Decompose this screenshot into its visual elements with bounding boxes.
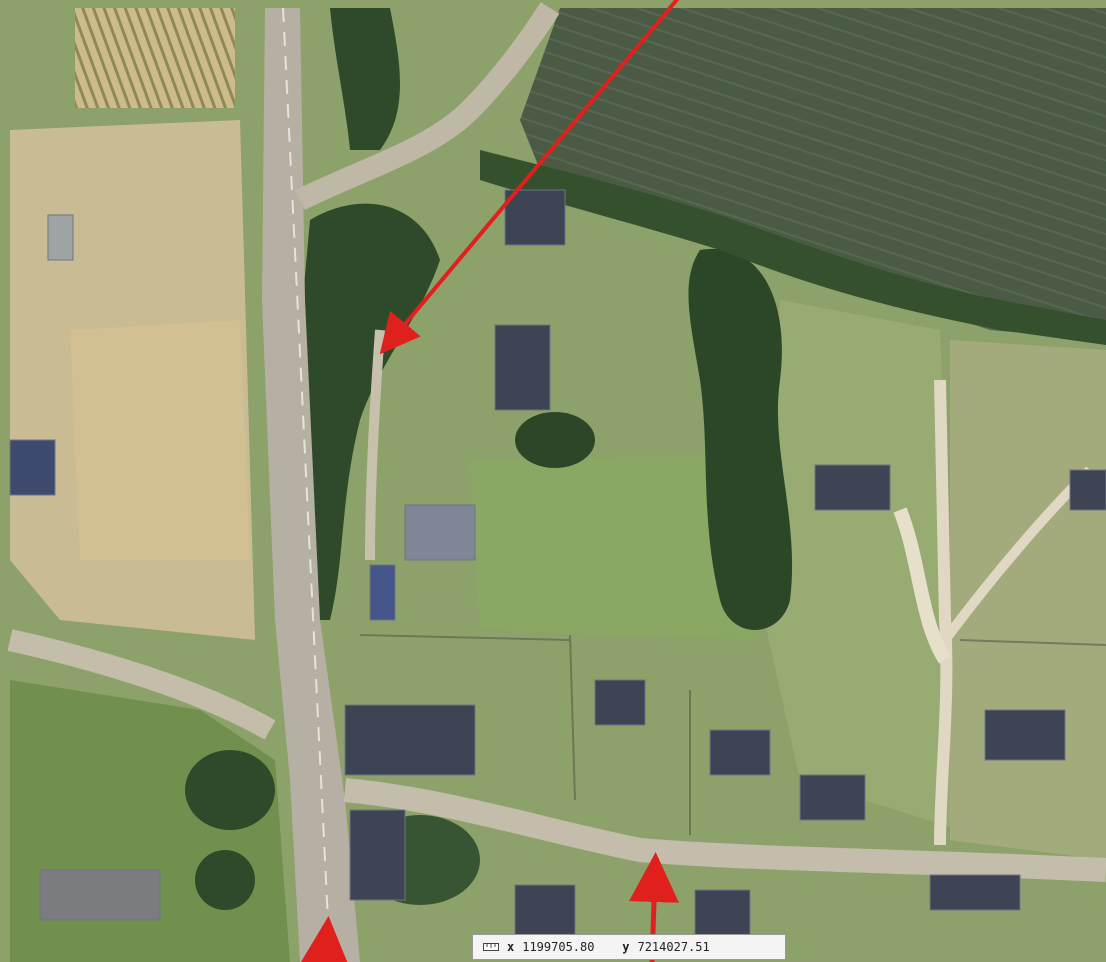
x-coordinate-label: x	[507, 940, 515, 954]
buildings	[9, 189, 1106, 936]
hay-field	[75, 8, 235, 108]
tree-cluster-2	[185, 750, 275, 830]
tree-line-center	[688, 248, 793, 631]
building[interactable]	[929, 874, 1021, 911]
building[interactable]	[694, 889, 751, 936]
highway	[262, 8, 360, 962]
building[interactable]	[9, 439, 56, 496]
coordinate-readout: x 1199705.80 y 7214027.51	[472, 934, 786, 960]
road-top	[295, 2, 560, 210]
highway-center-line	[282, 7, 331, 962]
tree-cluster-4	[195, 850, 255, 910]
building[interactable]	[594, 679, 646, 726]
building[interactable]	[39, 869, 161, 921]
building[interactable]	[799, 774, 866, 821]
building[interactable]	[504, 189, 566, 246]
building[interactable]	[1069, 469, 1106, 511]
central-lawn	[470, 455, 760, 640]
lot-boundaries	[359, 634, 1106, 835]
building[interactable]	[344, 704, 476, 776]
tree-line-top	[330, 8, 400, 150]
y-coordinate-value: 7214027.51	[637, 940, 710, 954]
ploughed-field	[520, 8, 1106, 340]
pointer-arrow	[299, 916, 350, 962]
tree-cluster	[515, 412, 595, 468]
road-west	[7, 629, 276, 740]
building[interactable]	[709, 729, 771, 776]
building[interactable]	[349, 809, 406, 901]
right-meadow	[760, 300, 960, 830]
building[interactable]	[404, 504, 476, 561]
dry-field-left-inner	[70, 320, 250, 560]
lane-center	[365, 329, 385, 561]
ruler-icon	[483, 943, 499, 951]
track-right	[934, 379, 953, 846]
driveway	[893, 507, 952, 664]
building[interactable]	[47, 214, 74, 261]
tree-line-west	[300, 203, 440, 620]
x-coordinate-value: 1199705.80	[522, 940, 595, 954]
building[interactable]	[984, 709, 1066, 761]
tree-hedge-north	[480, 150, 1106, 345]
y-coordinate-label: y	[622, 940, 630, 954]
road-south	[343, 778, 1106, 882]
building[interactable]	[494, 324, 551, 411]
building[interactable]	[814, 464, 891, 511]
building[interactable]	[369, 564, 396, 621]
pointer-arrow	[379, 0, 680, 355]
building[interactable]	[514, 884, 576, 936]
